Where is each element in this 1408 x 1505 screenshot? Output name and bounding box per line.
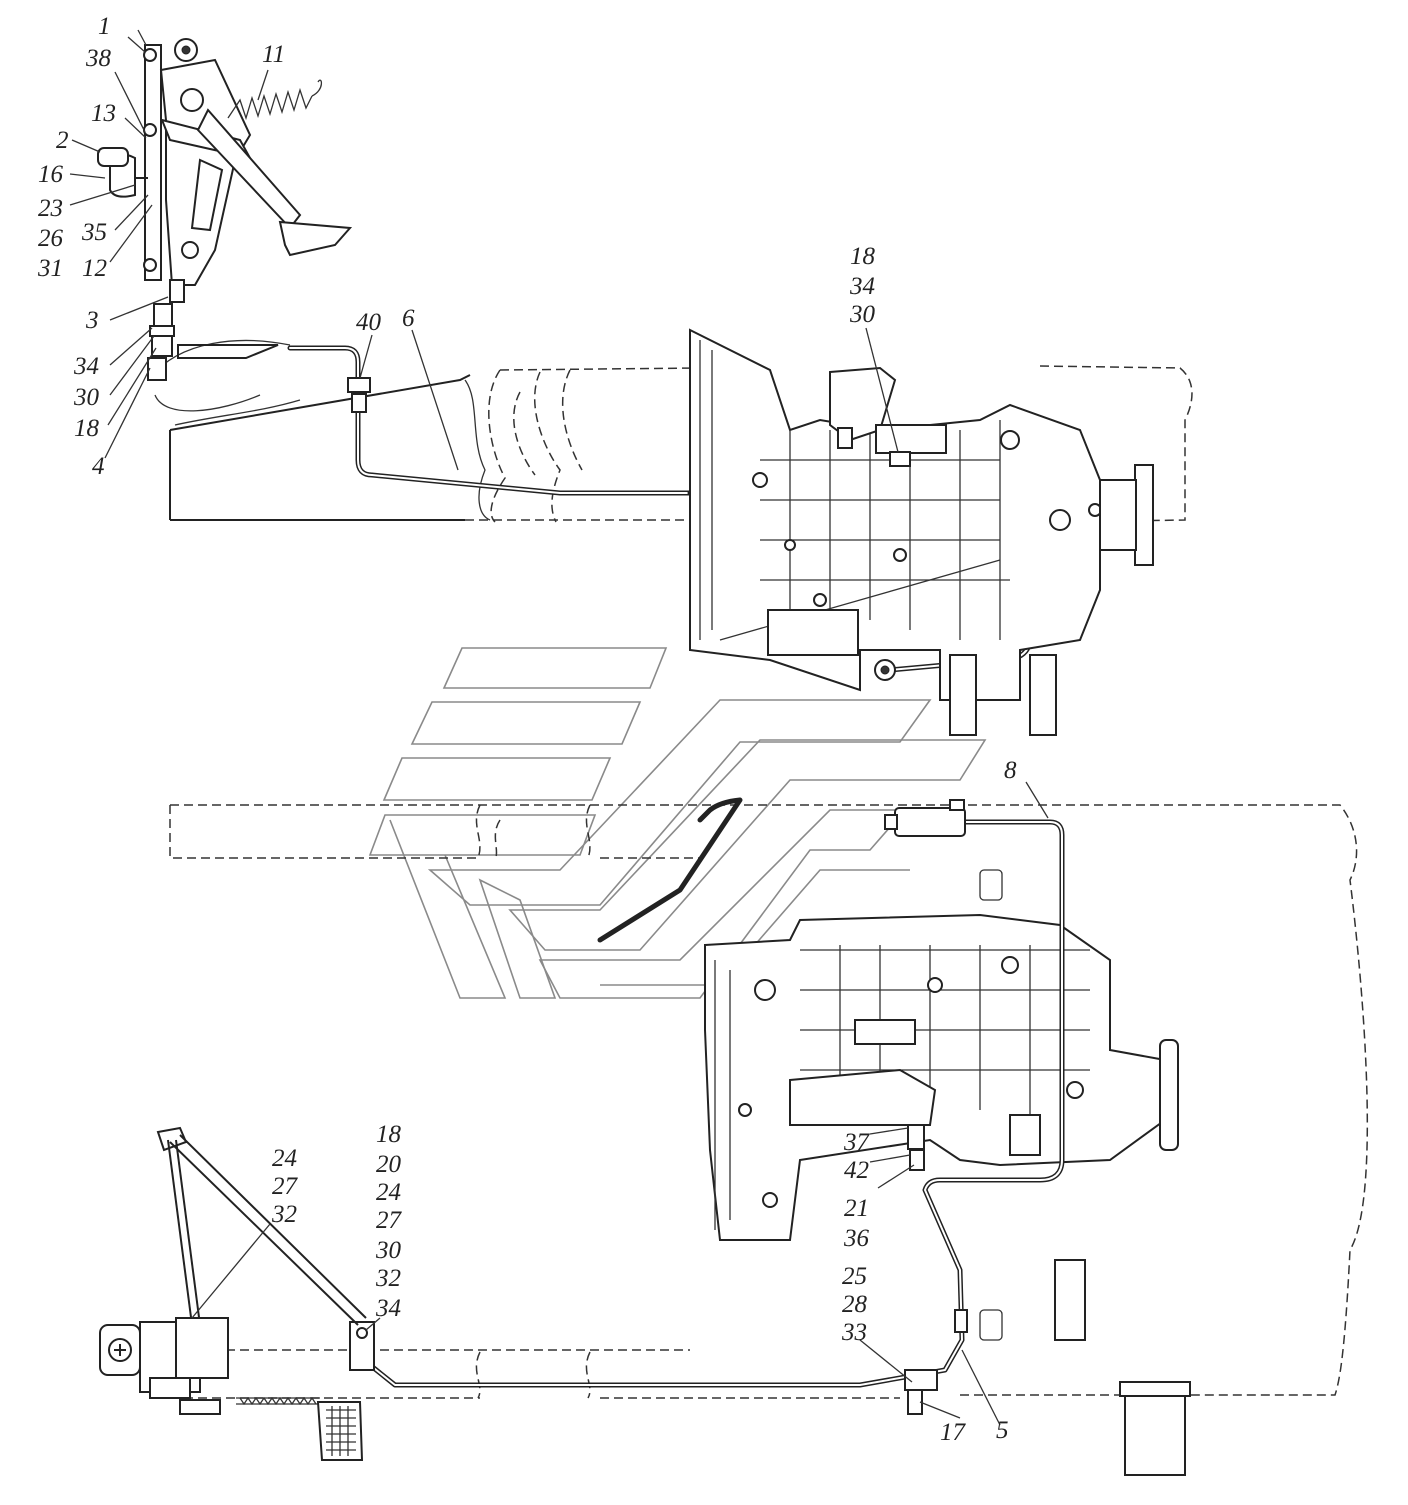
callout-1: 1 (98, 13, 111, 40)
callout-28: 28 (842, 1291, 868, 1318)
callout-30-b: 30 (375, 1237, 402, 1264)
upper-gearbox (689, 328, 1154, 736)
lower-gearbox (704, 913, 1179, 1241)
callout-23: 23 (38, 195, 63, 222)
callout-6: 6 (402, 305, 415, 332)
callout-4: 4 (92, 453, 105, 480)
callout-36: 36 (843, 1225, 870, 1252)
callout-21: 21 (844, 1195, 869, 1222)
upper-clutch-pedal-assembly (97, 29, 353, 381)
callout-18: 18 (74, 415, 100, 442)
callout-34-upper-gearbox: 34 (849, 273, 875, 300)
callout-32-a: 32 (271, 1201, 297, 1228)
lower-frame-rail (169, 804, 1369, 1476)
callout-18-upper-gearbox: 18 (850, 243, 876, 270)
callout-16: 16 (38, 161, 64, 188)
callout-27-a: 27 (272, 1173, 299, 1200)
callout-42: 42 (844, 1157, 869, 1184)
callout-26: 26 (38, 225, 64, 252)
callout-24-b: 24 (376, 1179, 401, 1206)
callout-33: 33 (841, 1319, 867, 1346)
callout-30-upper-gearbox: 30 (849, 301, 876, 328)
callout-34: 34 (73, 353, 99, 380)
callout-25: 25 (842, 1263, 867, 1290)
watermark-logo (368, 647, 987, 999)
leader-lines (69, 36, 1049, 1426)
lower-clutch-pedal-assembly (99, 1126, 367, 1461)
callout-24-a: 24 (272, 1145, 297, 1172)
callout-2: 2 (56, 127, 69, 154)
callout-35: 35 (81, 219, 107, 246)
callout-3: 3 (85, 307, 99, 334)
callout-17: 17 (940, 1419, 967, 1446)
callout-11: 11 (262, 41, 285, 68)
callout-18-b: 18 (376, 1121, 402, 1148)
callout-40: 40 (356, 309, 382, 336)
callout-30: 30 (73, 384, 100, 411)
callout-12: 12 (82, 255, 107, 282)
callout-32-b: 32 (375, 1265, 401, 1292)
callout-37: 37 (843, 1129, 871, 1156)
callout-5: 5 (996, 1417, 1009, 1444)
callout-20-b: 20 (376, 1151, 402, 1178)
lower-clutch-pipe (349, 797, 1065, 1415)
callout-labels: 1 38 13 2 16 23 26 31 35 12 11 3 34 30 1… (37, 13, 1017, 1446)
upper-floor-panel (149, 339, 471, 521)
callout-27-b: 27 (376, 1207, 403, 1234)
callout-8: 8 (1004, 757, 1017, 784)
callout-38: 38 (85, 45, 112, 72)
upper-frame-rail (464, 365, 1193, 523)
callout-34-b: 34 (375, 1295, 401, 1322)
callout-31: 31 (37, 255, 63, 282)
callout-13: 13 (91, 100, 116, 127)
